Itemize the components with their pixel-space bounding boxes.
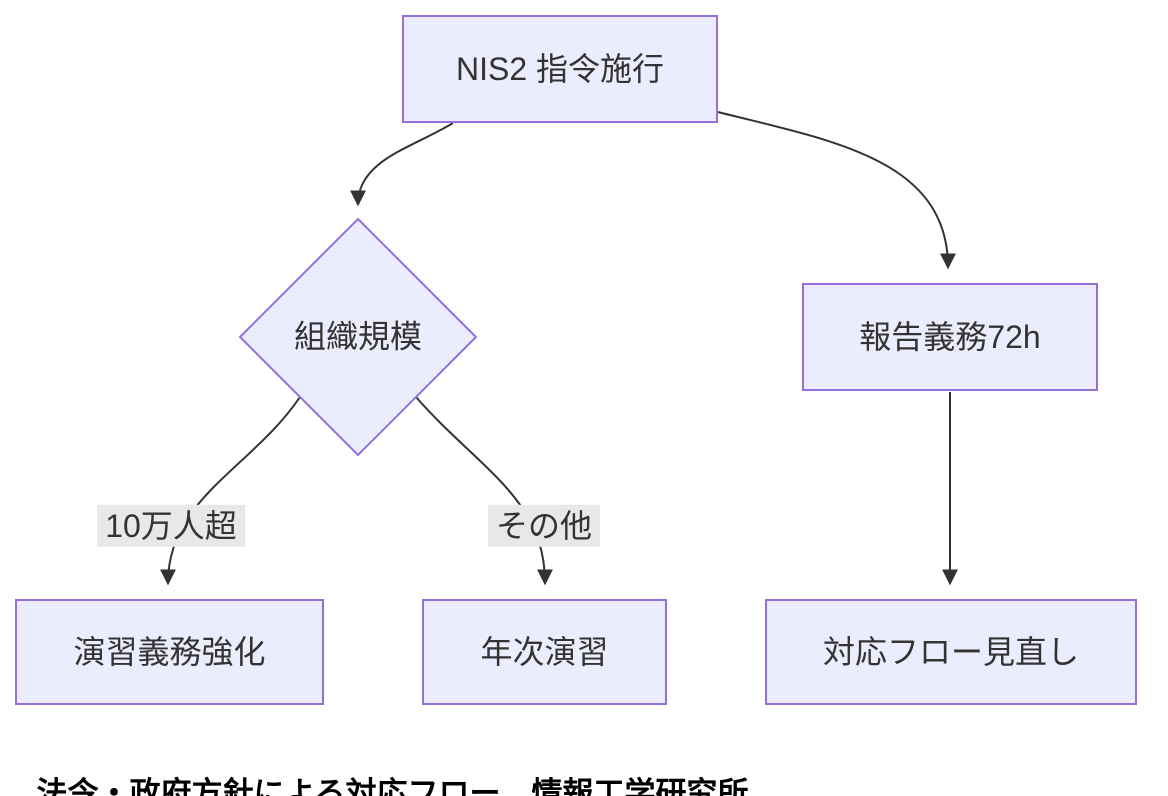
node-annual-drill-label: 年次演習 [480,633,609,670]
decision-diamond-org-scale [238,217,478,457]
edge-orgscale-to-drill [160,396,301,586]
node-flow-review: 対応フロー見直し [765,599,1137,705]
edge-label-other: その他 [487,504,601,548]
edge-nis2-to-report72h [717,111,956,270]
node-drill-enhanced-label: 演習義務強化 [73,633,266,670]
node-report72h-label: 報告義務72h [859,318,1041,355]
node-nis2: NIS2 指令施行 [402,15,718,123]
edge-orgscale-to-annual [415,396,553,586]
diagram-caption: 法令・政府方針による対応フロー 情報工学研究所 [2,740,749,796]
diagram-caption-text: 法令・政府方針による対応フロー 情報工学研究所 [36,775,749,796]
node-drill-enhanced: 演習義務強化 [15,599,324,705]
node-annual-drill: 年次演習 [422,599,667,705]
edge-label-over-100k: 10万人超 [97,504,245,548]
node-nis2-label: NIS2 指令施行 [455,50,665,87]
edge-nis2-to-orgscale [350,122,454,207]
node-report72h: 報告義務72h [802,283,1098,391]
node-org-scale: 組織規模 [294,319,422,356]
edge-label-over-100k-text: 10万人超 [105,507,237,544]
node-org-scale-label: 組織規模 [293,318,423,355]
edge-label-other-text: その他 [495,507,593,544]
node-flow-review-label: 対応フロー見直し [822,633,1079,670]
